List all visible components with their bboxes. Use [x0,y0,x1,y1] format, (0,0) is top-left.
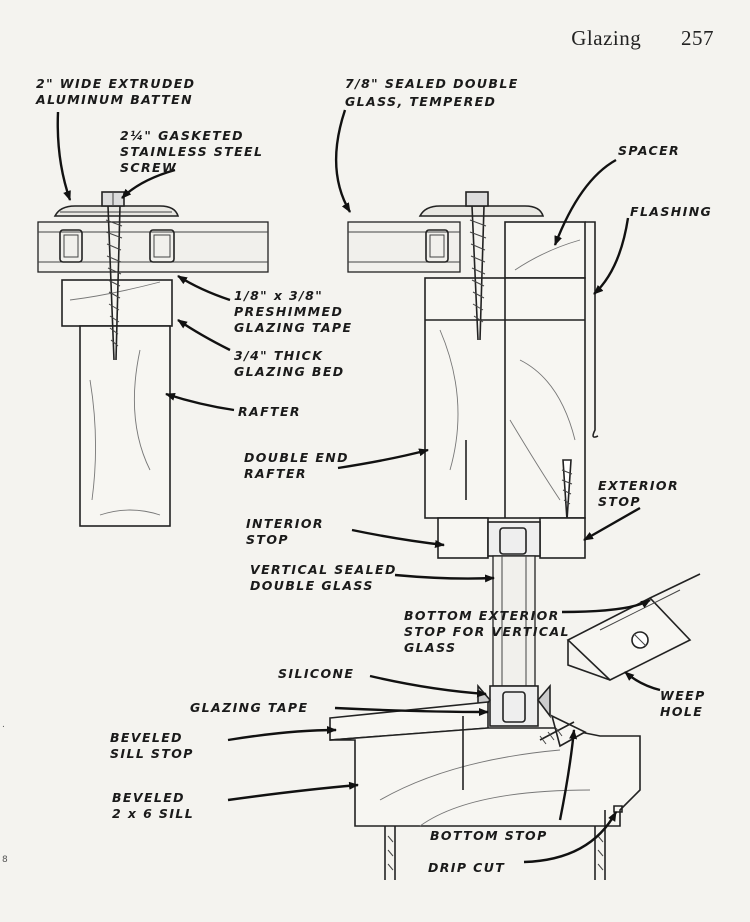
exterior-stop-label: STOP [598,494,641,509]
glazing-tape-top-label: 1/8" x 3/8" [234,288,323,303]
flashing [585,221,599,438]
rafter-label: RAFTER [238,404,301,419]
glazing-bed-label: 3/4" THICK [234,348,323,363]
glazing-bed-label: GLAZING BED [234,364,345,379]
sill-stop-label: SILL STOP [110,746,194,761]
weep-hole-label: HOLE [660,704,703,719]
screw-shank [105,205,123,361]
bottom-exterior-stop-label: BOTTOM EXTERIOR [404,608,560,623]
leader-arrows [56,109,661,864]
glazing-tape-label: GLAZING TAPE [190,700,308,715]
bottom-exterior-stop-label: GLASS [404,640,456,655]
bottom-exterior-stop-label: STOP FOR VERTICAL [404,624,570,639]
callout-labels: 2" WIDE EXTRUDED ALUMINUM BATTEN 2¼" GAS… [35,76,712,875]
aluminum-batten [53,205,180,217]
glass-spacer [149,229,175,263]
page-number: 257 [681,26,714,50]
screw-label: SCREW [120,160,177,175]
screw-label: STAINLESS STEEL [120,144,263,159]
double-glass-label: 7/8" SEALED DOUBLE [345,76,519,91]
margin-mark: 8 [2,855,8,865]
interior-stop-label: STOP [246,532,289,547]
exterior-stop [539,517,586,559]
page-title: Glazing [571,26,642,50]
screw-label: 2¼" GASKETED [120,128,244,143]
glazing-tape-top-label: GLAZING TAPE [234,320,352,335]
vertical-glass [492,555,536,687]
vertical-glass-label: VERTICAL SEALED [250,562,397,577]
bottom-stop-label: BOTTOM STOP [430,828,548,843]
double-end-rafter-label: RAFTER [244,466,307,481]
vertical-glass-label: DOUBLE GLASS [250,578,374,593]
silicone-label: SILICONE [278,666,354,681]
weep-hole-label: WEEP [660,688,706,703]
glass-spacer [59,229,83,263]
bottom-exterior-stop-inset [566,573,701,681]
beveled-sill [329,727,641,827]
glazing-tape-top-label: PRESHIMMED [234,304,343,319]
drip-cut-label: DRIP CUT [428,860,505,875]
flashing-label: FLASHING [630,204,712,219]
double-end-rafter-label: DOUBLE END [244,450,349,465]
rafter [79,325,171,527]
exterior-stop-label: EXTERIOR [598,478,679,493]
spacer-label: SPACER [618,143,680,158]
margin-mark: . [2,720,5,730]
interior-stop-label: INTERIOR [246,516,324,531]
sill-label: BEVELED [112,790,185,805]
batten-label: 2" WIDE EXTRUDED [36,76,195,91]
sill-label: 2 x 6 SILL [112,806,194,821]
sill-section [329,683,641,880]
sill-stop-label: BEVELED [110,730,183,745]
double-glass-label: GLASS, TEMPERED [345,94,496,109]
spacer-block [504,221,586,279]
interior-stop [437,517,489,559]
batten-label: ALUMINUM BATTEN [35,92,193,107]
rafter-section [37,191,269,527]
double-end-rafter-section [347,191,599,687]
page-header: Glazing 257 [571,26,714,51]
